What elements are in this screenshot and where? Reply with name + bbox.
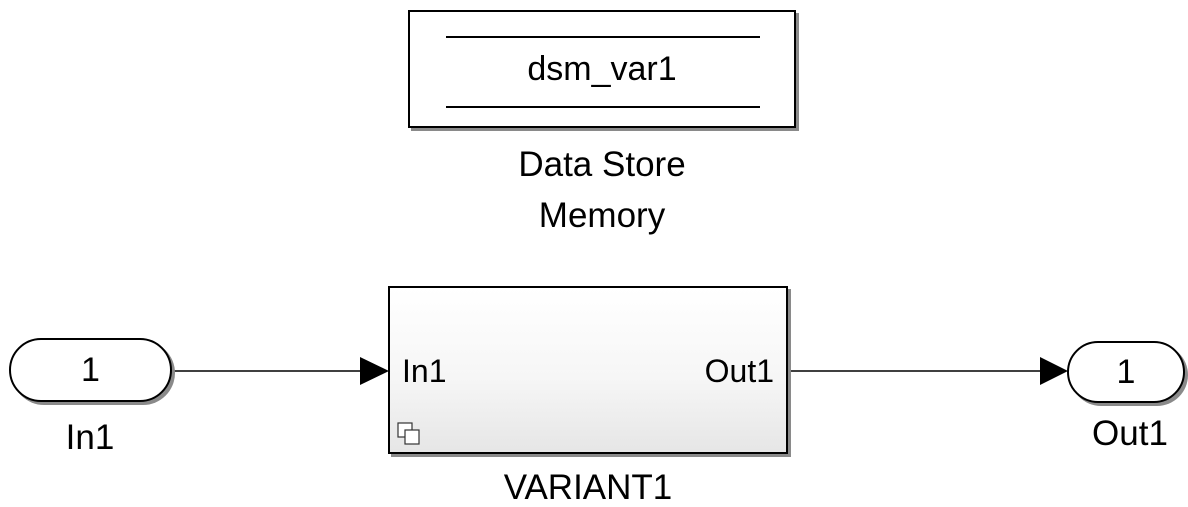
inport-block[interactable]: 1	[9, 338, 172, 402]
dsm-variable-name: dsm_var1	[527, 50, 677, 88]
inport-number: 1	[81, 351, 100, 389]
variant-input-port-label: In1	[402, 353, 447, 389]
variant-output-port-label: Out1	[704, 353, 774, 389]
dsm-bottom-bar	[446, 106, 760, 108]
arrowhead-icon	[1040, 357, 1068, 385]
outport-block[interactable]: 1	[1067, 341, 1185, 403]
outport-number: 1	[1116, 353, 1136, 391]
signal-line-variant-to-out1[interactable]	[788, 357, 1068, 385]
dsm-block-label-line1: Data Store	[518, 145, 686, 184]
variant-subsystem-label: VARIANT1	[503, 468, 673, 507]
variant-subsystem-block[interactable]: In1 Out1	[388, 286, 788, 454]
variant-subsystem-icon	[397, 422, 420, 445]
arrowhead-icon	[360, 357, 389, 385]
signal-line-in1-to-variant[interactable]	[172, 357, 389, 385]
outport-label: Out1	[1092, 414, 1168, 453]
dsm-top-bar	[446, 36, 760, 38]
data-store-memory-block[interactable]: dsm_var1	[408, 10, 796, 128]
dsm-block-label-line2: Memory	[538, 196, 666, 235]
inport-label: In1	[65, 418, 115, 457]
